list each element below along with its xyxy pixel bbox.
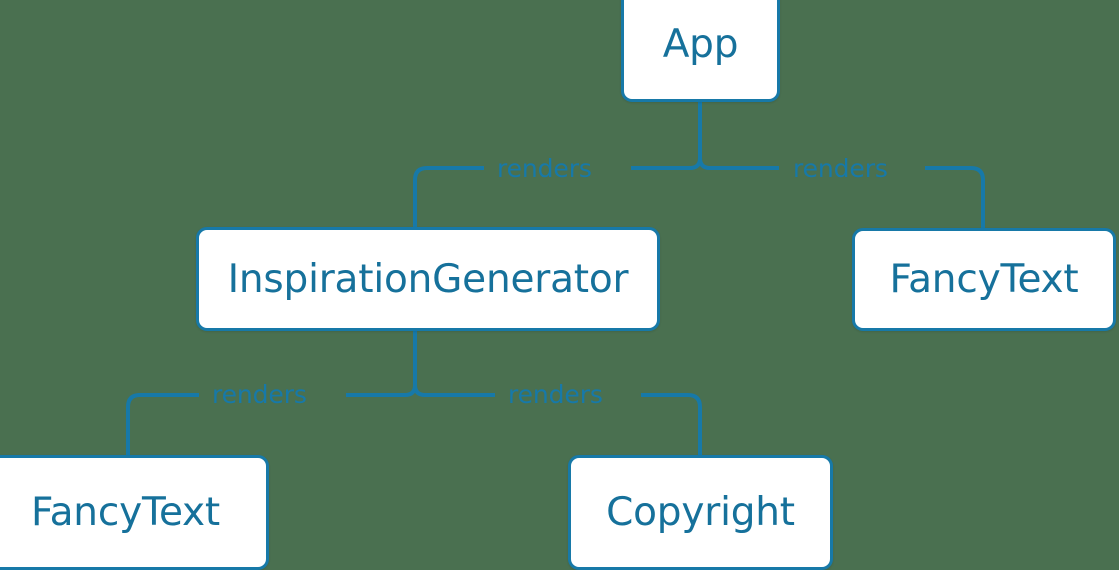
node-fancytext-bottom-label: FancyText [30, 490, 221, 535]
node-app-label: App [662, 21, 739, 67]
edge-inspiration-trunk [413, 331, 426, 397]
node-copyright-label: Copyright [606, 490, 795, 535]
node-inspiration-generator[interactable]: InspirationGenerator [196, 227, 660, 331]
edge-inspiration-trunk-left [404, 384, 417, 397]
edge-app-trunk-left [689, 157, 702, 170]
edge-label-inspiration-to-copyright: renders [508, 380, 603, 409]
edge-label-app-to-inspiration: renders [497, 154, 592, 183]
node-fancytext-bottom[interactable]: FancyText [0, 455, 269, 570]
edge-app-to-fancytext-right [925, 166, 985, 228]
node-inspiration-generator-label: InspirationGenerator [227, 256, 629, 302]
node-app[interactable]: App [621, 0, 780, 102]
edge-label-app-to-fancytext: renders [793, 154, 888, 183]
node-fancytext-top-label: FancyText [889, 257, 1079, 302]
edge-inspiration-to-copyright-right [641, 393, 702, 455]
edge-app-to-inspiration-left [413, 166, 484, 227]
edge-label-inspiration-to-fancytext: renders [212, 380, 307, 409]
node-copyright[interactable]: Copyright [568, 455, 833, 570]
edge-app-trunk [698, 101, 711, 170]
edge-inspiration-to-fancytext-left [126, 393, 199, 455]
node-fancytext-top[interactable]: FancyText [852, 228, 1116, 331]
